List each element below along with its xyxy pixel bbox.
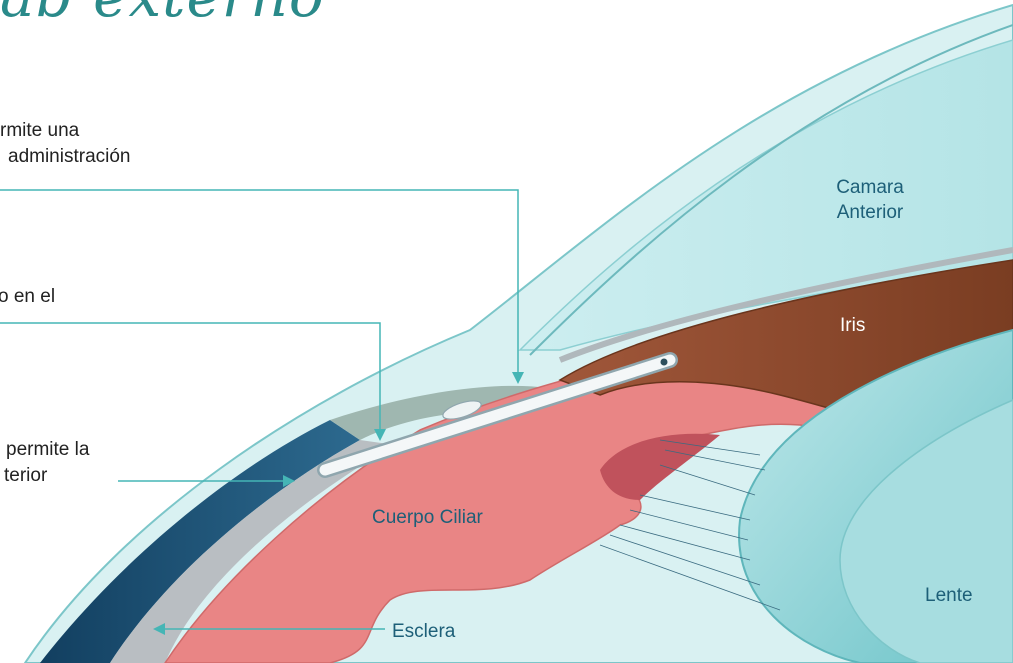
label-camara-line-2: Anterior — [815, 200, 925, 225]
callout-1-line-1: rmite una — [0, 118, 131, 144]
label-cuerpo-ciliar: Cuerpo Ciliar — [372, 505, 483, 530]
callout-3: permite la terior — [0, 437, 89, 489]
label-camara-anterior: Camara Anterior — [815, 175, 925, 225]
shunt-tube-opening — [661, 359, 668, 366]
label-camara-line-1: Camara — [815, 175, 925, 200]
callout-1: rmite una administración — [0, 118, 131, 170]
callout-1-line-2: administración — [0, 144, 131, 170]
label-iris: Iris — [840, 315, 865, 337]
page-title: ab externo — [0, 0, 325, 30]
callout-2-line-1: o en el — [0, 284, 55, 310]
callout-3-line-1: permite la — [0, 437, 89, 463]
callout-2: o en el — [0, 284, 55, 310]
label-esclera: Esclera — [392, 619, 455, 644]
label-lente: Lente — [925, 583, 973, 608]
callout-3-line-2: terior — [0, 463, 89, 489]
